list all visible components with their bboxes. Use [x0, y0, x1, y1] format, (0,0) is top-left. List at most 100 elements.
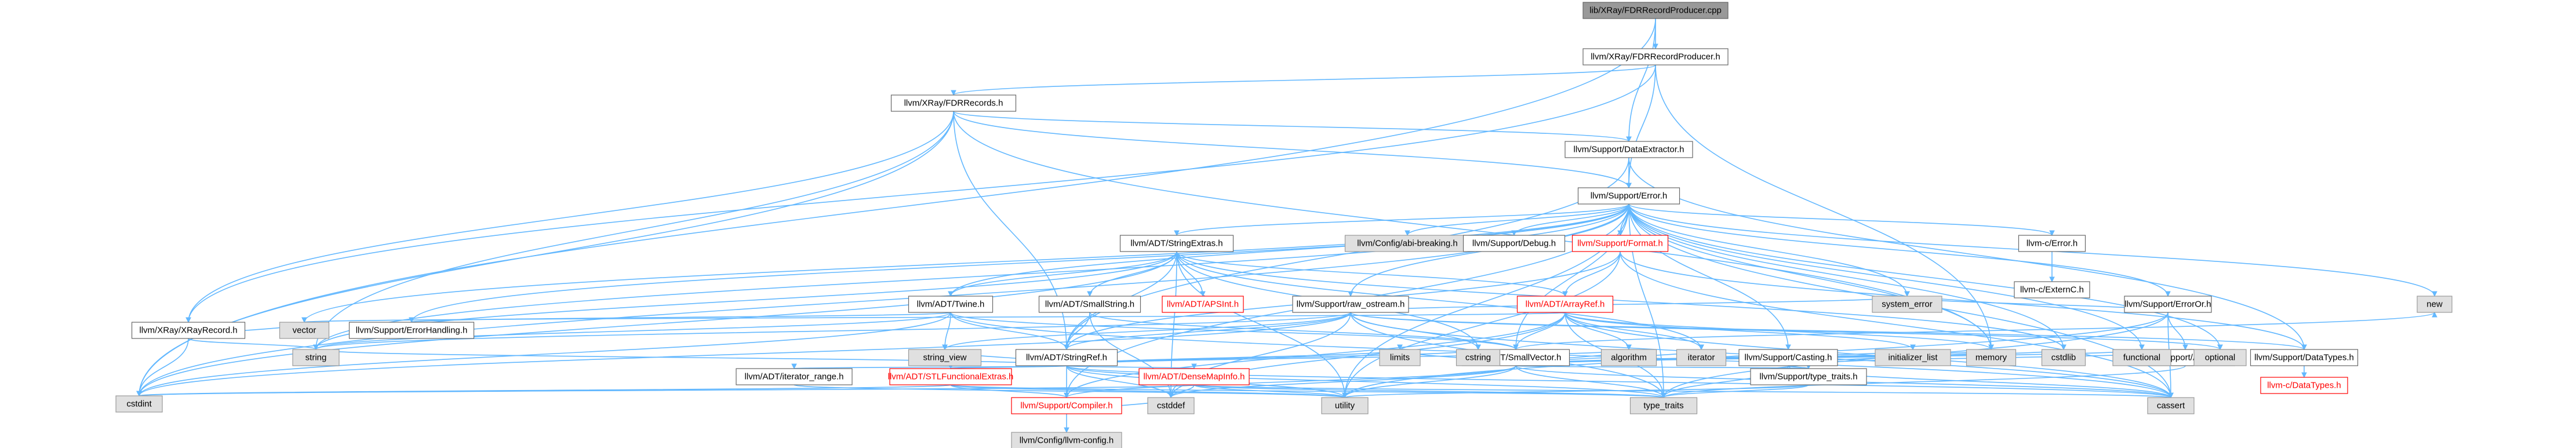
node-dataextractor-h[interactable]: llvm/Support/DataExtractor.h: [1564, 141, 1693, 158]
edge-arrowhead-arrayref_h-to-smallvector_h: [1513, 344, 1519, 351]
edge-stringextras_h-to-arrayref_h: [1176, 251, 1566, 297]
node-box: [1571, 235, 1669, 252]
edge-arrowhead-densemapinfo_h-to-type_traits: [1661, 392, 1667, 399]
node-apsint-h[interactable]: llvm/ADT/APSInt.h: [1162, 296, 1244, 313]
node-iterator-range-h[interactable]: llvm/ADT/iterator_range.h: [736, 368, 853, 385]
edge-arrayref_h-to-cassert: [1564, 312, 2171, 398]
edge-producer_h-to-fdrrecords_h: [953, 64, 1656, 96]
node-label: llvm/Config/abi-breaking.h: [1357, 239, 1457, 249]
edge-stlfunctional_h-to-compiler_h: [950, 384, 1067, 398]
edge-stringextras_h-to-iterator: [1176, 251, 1702, 350]
node-box: [1676, 349, 1727, 366]
node-box: [292, 349, 340, 366]
node-producer-h[interactable]: llvm/XRay/FDRRecordProducer.h: [1582, 48, 1729, 65]
edge-arrowhead-stringref_h-to-string_view: [942, 344, 948, 351]
edge-arrowhead-stringref_h-to-iterator_range_h: [791, 363, 797, 370]
edge-fdrrecords_h-to-cstdint: [139, 111, 954, 396]
node-stringref-h[interactable]: llvm/ADT/StringRef.h: [1015, 349, 1118, 366]
node-format-h[interactable]: llvm/Support/Format.h: [1571, 235, 1669, 252]
node-label: llvm/ADT/Twine.h: [917, 300, 985, 309]
node-stlfunctional-h[interactable]: llvm/ADT/STLFunctionalExtras.h: [888, 368, 1014, 385]
node-label: algorithm: [1611, 353, 1647, 363]
edge-twine_h-to-smallvector_h: [950, 312, 1516, 350]
node-erroror-h[interactable]: llvm/Support/ErrorOr.h: [2124, 296, 2212, 313]
edge-arrowhead-error_h-to-new: [2432, 291, 2437, 297]
edge-erroror_h-to-alignof_h: [2167, 312, 2186, 350]
node-stringextras-h[interactable]: llvm/ADT/StringExtras.h: [1119, 235, 1234, 252]
node-debug-h[interactable]: llvm/Support/Debug.h: [1462, 235, 1566, 252]
node-c-datatypes-h[interactable]: llvm-c/DataTypes.h: [2260, 377, 2348, 394]
node-functional: functional: [2112, 349, 2171, 366]
edge-arrowhead-c_error_h-to-c_externc_h: [2049, 276, 2055, 283]
node-label: cassert: [2157, 401, 2185, 411]
node-label: llvm/Support/raw_ostream.h: [1297, 300, 1405, 309]
node-label: llvm/XRay/FDRRecords.h: [904, 99, 1003, 108]
node-xrayrecord-h[interactable]: llvm/XRay/XRayRecord.h: [131, 322, 246, 339]
edge-error_h-to-memory: [1628, 203, 1992, 350]
edge-twine_h-to-cstdint: [139, 312, 951, 396]
edge-stlfunctional_h-to-utility: [950, 384, 1345, 398]
node-cstdint: cstdint: [115, 395, 163, 413]
node-compiler-h[interactable]: llvm/Support/Compiler.h: [1011, 397, 1122, 414]
edge-arrowhead-smallvector_h-to-algorithm: [1626, 344, 1632, 351]
node-type-traits-h[interactable]: llvm/Support/type_traits.h: [1750, 368, 1867, 385]
node-label: llvm/Support/Format.h: [1577, 239, 1663, 249]
node-box: [1750, 368, 1867, 385]
node-box: [1966, 349, 2017, 366]
node-label: new: [2426, 300, 2443, 309]
edge-error_h-to-erroror_h: [1628, 203, 2169, 297]
node-label: initializer_list: [1888, 353, 1938, 363]
edge-fdrrecords_h-to-stringref_h: [953, 111, 1067, 350]
edge-stringextras_h-to-utility: [1176, 251, 1345, 398]
node-c-error-h[interactable]: llvm-c/Error.h: [2018, 235, 2086, 252]
node-box: [1582, 48, 1729, 65]
edge-fdrrecords_h-to-xrayrecord_h: [188, 111, 954, 323]
node-label: limits: [1390, 353, 1410, 363]
node-twine-h[interactable]: llvm/ADT/Twine.h: [908, 296, 994, 313]
node-label: llvm/Config/llvm-config.h: [1020, 436, 1114, 446]
node-box: [908, 296, 994, 313]
node-box: [1119, 235, 1234, 252]
node-label: string: [305, 353, 327, 363]
node-box: [1577, 187, 1680, 205]
node-densemapinfo-h[interactable]: llvm/ADT/DenseMapInfo.h: [1138, 368, 1250, 385]
edge-raw_ostream_h-to-string: [315, 312, 1351, 350]
node-arrayref-h[interactable]: llvm/ADT/ArrayRef.h: [1516, 296, 1614, 313]
node-box: [1011, 432, 1122, 448]
node-error-h[interactable]: llvm/Support/Error.h: [1577, 187, 1680, 205]
node-label: type_traits: [1643, 401, 1683, 411]
edge-raw_ostream_h-to-cstring: [1350, 312, 1479, 350]
node-smallstring-h[interactable]: llvm/ADT/SmallString.h: [1038, 296, 1141, 313]
edge-arrowhead-densemapinfo_h-to-cstdint: [136, 391, 142, 397]
node-label: functional: [2123, 353, 2160, 363]
node-label: memory: [1975, 353, 2007, 363]
node-datatypes-h[interactable]: llvm/Support/DataTypes.h: [2250, 349, 2359, 366]
node-c-externc-h[interactable]: llvm-c/ExternC.h: [2014, 281, 2090, 298]
edge-raw_ostream_h-to-system_error: [1350, 296, 1908, 313]
node-label: llvm/ADT/APSInt.h: [1167, 300, 1239, 309]
edge-arrowhead-smallvector_h-to-cstdlib: [2061, 344, 2066, 351]
graph-edges: [136, 18, 2437, 434]
node-box: [1011, 397, 1122, 414]
node-fdrrecords-h[interactable]: llvm/XRay/FDRRecords.h: [890, 94, 1017, 112]
node-label: llvm/ADT/iterator_range.h: [745, 372, 844, 382]
node-raw-ostream-h[interactable]: llvm/Support/raw_ostream.h: [1292, 296, 1409, 313]
node-box: [2112, 349, 2171, 366]
node-casting-h[interactable]: llvm/Support/Casting.h: [1738, 349, 1838, 366]
edge-error_h-to-casting_h: [1628, 203, 1789, 350]
edge-arrowhead-root-to-producer_h: [1653, 43, 1658, 50]
edge-producer_h-to-xrayrecord_h: [188, 64, 1656, 323]
edge-arrowhead-error_h-to-stringextras_h: [1174, 230, 1180, 236]
node-label: cstdlib: [2051, 353, 2076, 363]
edge-arrowhead-error_h-to-erroror_h: [2165, 291, 2171, 297]
node-label: llvm/Support/DataTypes.h: [2254, 353, 2354, 363]
node-iterator: iterator: [1676, 349, 1727, 366]
node-cstddef: cstddef: [1147, 397, 1195, 414]
edge-arrowhead-densemapinfo_h-to-utility: [1342, 392, 1348, 399]
node-memory: memory: [1966, 349, 2017, 366]
node-box: [1738, 349, 1838, 366]
edge-format_h-to-datatypes_h: [1620, 251, 2305, 350]
node-box: [2250, 349, 2359, 366]
node-errorhandling-h[interactable]: llvm/Support/ErrorHandling.h: [348, 322, 475, 339]
node-box: [1015, 349, 1118, 366]
